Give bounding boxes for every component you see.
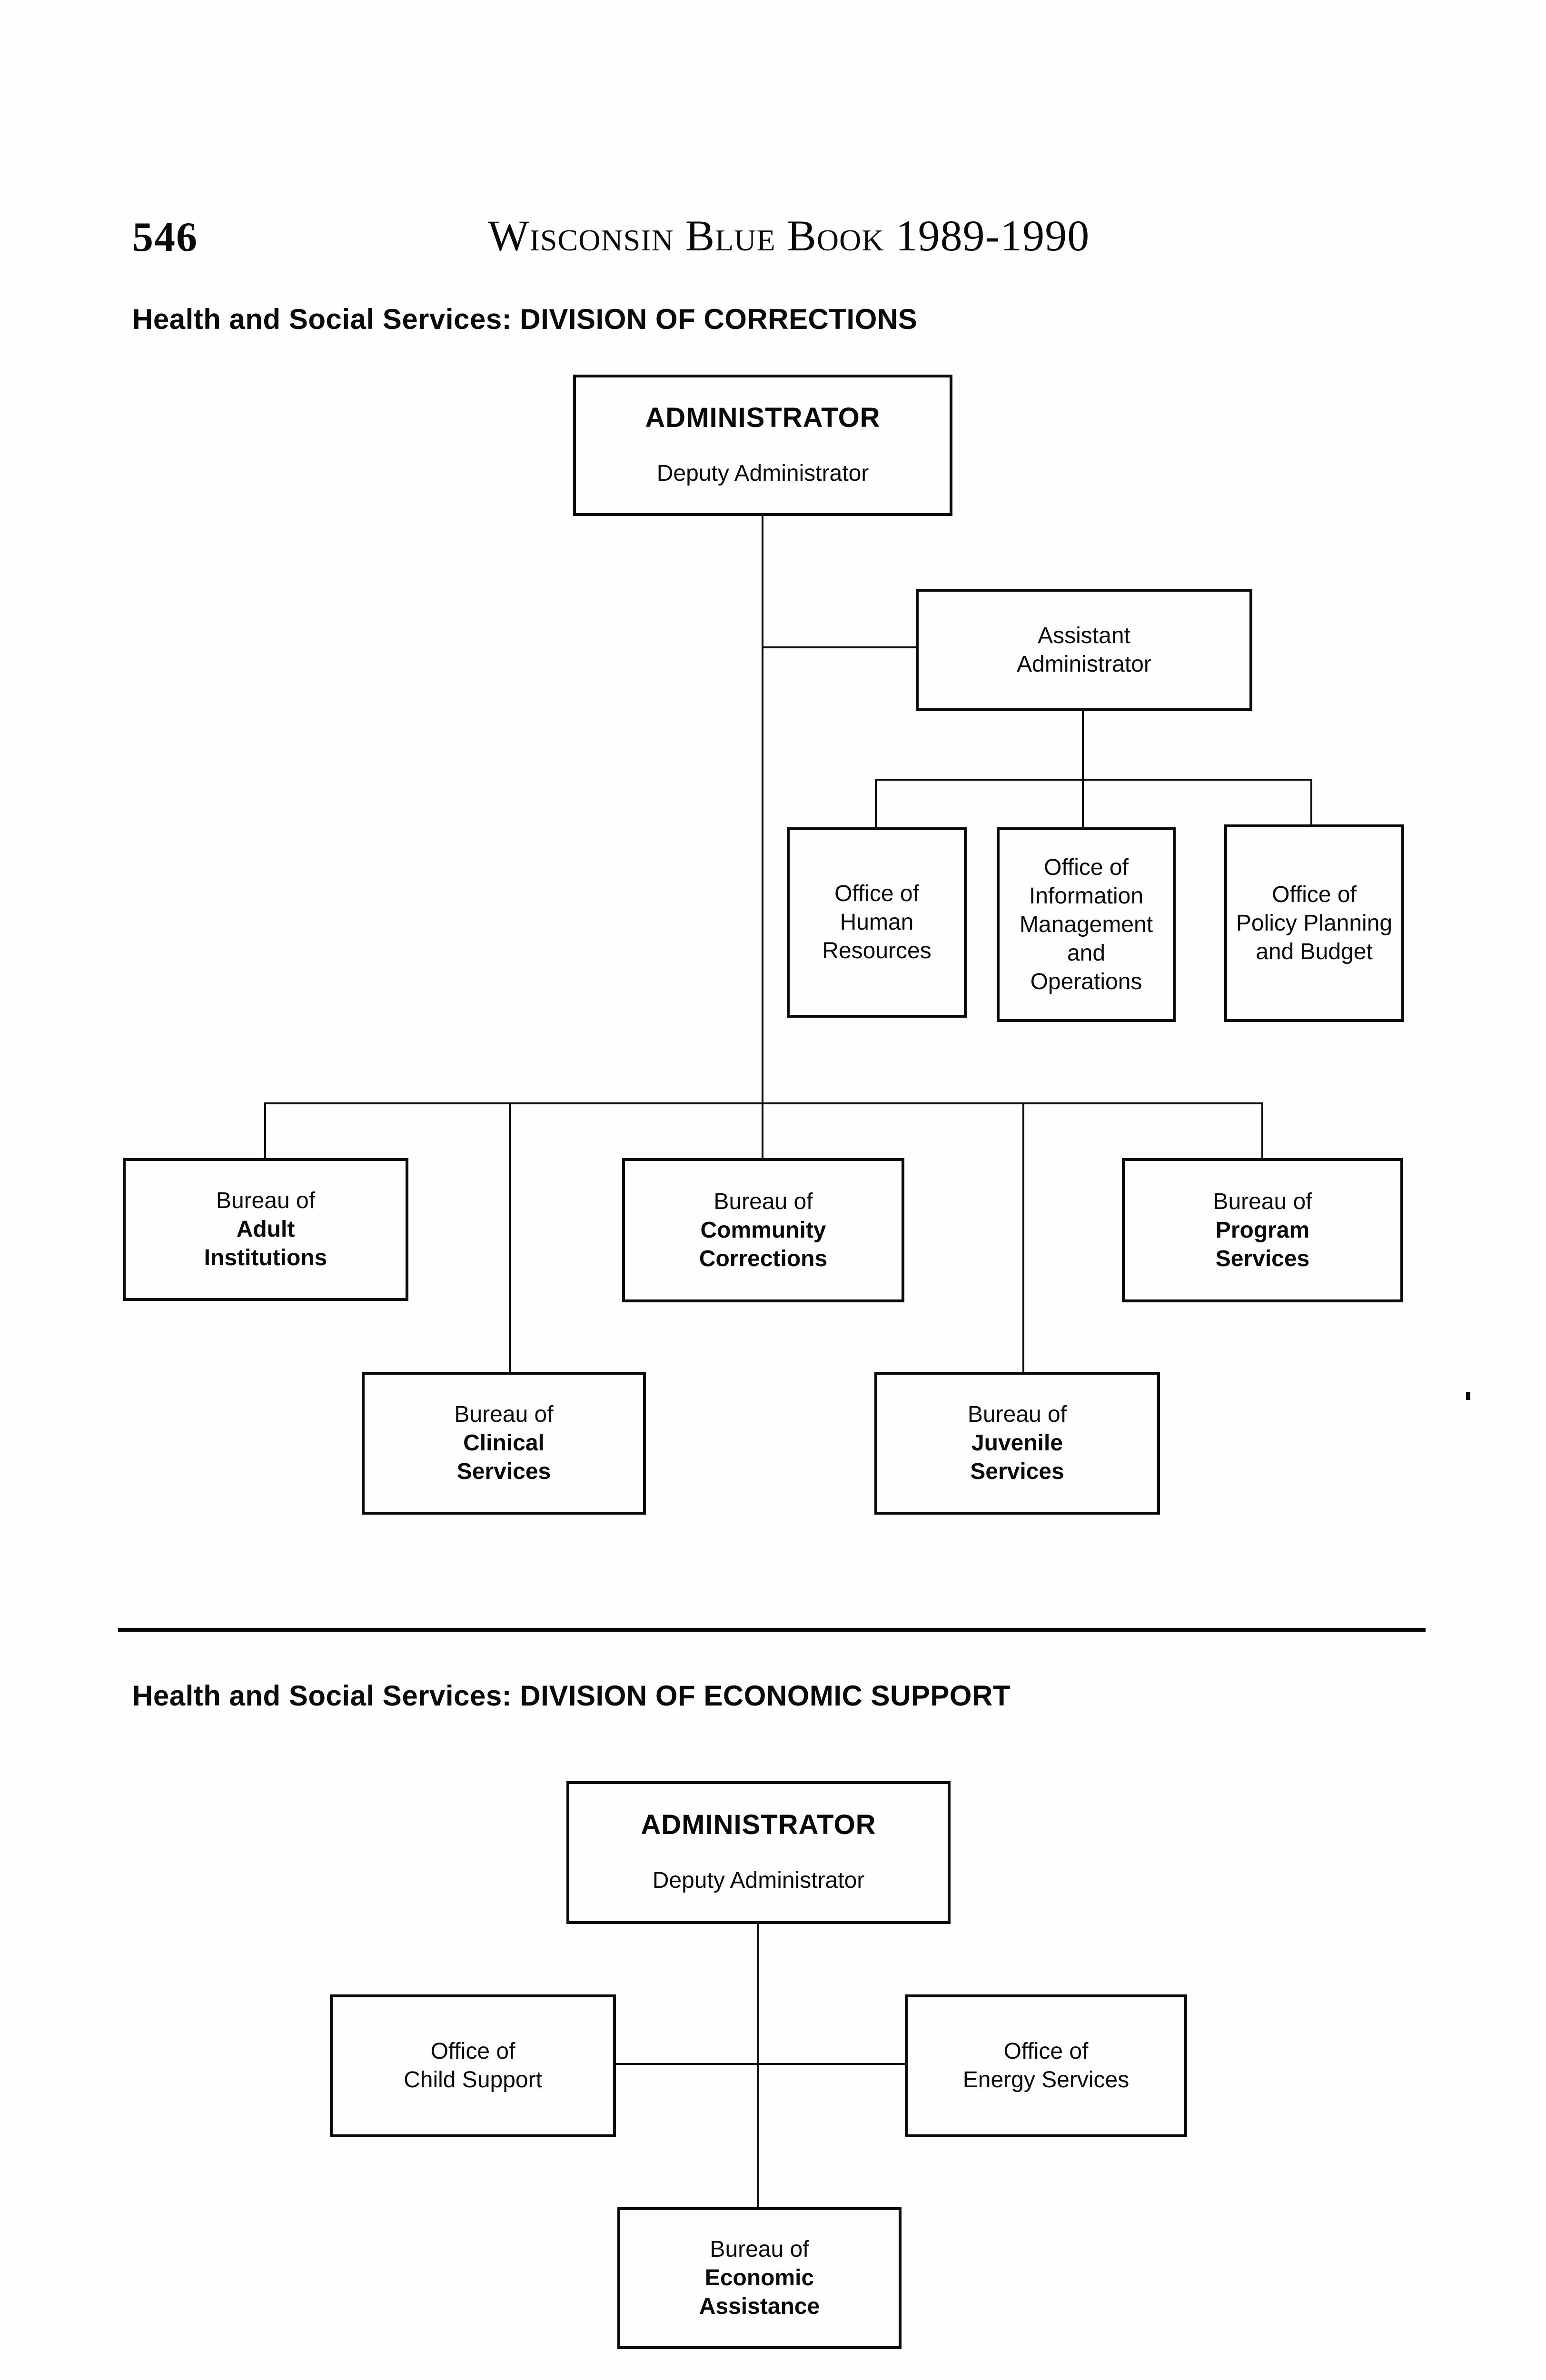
office-line: Energy Services	[962, 2067, 1130, 2092]
connector-administrator-trunk-2	[757, 1924, 759, 2207]
assistant-administrator-line: Administrator	[1017, 651, 1151, 677]
bureau-name: Services	[1215, 1246, 1310, 1271]
bureau-name: Institutions	[204, 1245, 327, 1270]
office-line: Office of	[1003, 2039, 1089, 2064]
connector-bureau-adult-stub	[264, 1102, 266, 1158]
assistant-administrator-line: Assistant	[1038, 623, 1130, 648]
office-line: Management	[1019, 912, 1153, 937]
office-line: and	[1067, 940, 1106, 966]
section-divider-rule	[118, 1628, 1426, 1632]
box-administrator-corrections: ADMINISTRATOR Deputy Administrator	[573, 375, 952, 516]
deputy-administrator-label: Deputy Administrator	[656, 460, 869, 486]
bureau-prefix: Bureau of	[216, 1188, 316, 1213]
bureau-name: Assistance	[699, 2294, 820, 2319]
bureau-name: Corrections	[699, 1246, 828, 1271]
box-bureau-economic-assistance: Bureau of Economic Assistance	[617, 2207, 902, 2349]
connector-bureau-row	[264, 1102, 1263, 1104]
office-line: Office of	[834, 881, 919, 906]
box-bureau-community-corrections: Bureau of Community Corrections	[622, 1158, 904, 1302]
connector-assistant-drop	[1082, 711, 1084, 827]
connector-bureau-community-stub	[762, 1102, 763, 1158]
connector-offices-crossbar	[616, 2063, 905, 2065]
office-line: Office of	[1044, 854, 1129, 880]
deputy-administrator-label: Deputy Administrator	[652, 1868, 865, 1893]
bureau-name: Community	[700, 1217, 826, 1243]
office-line: Resources	[822, 938, 932, 963]
book-title-header: Wisconsin Blue Book 1989-1990	[487, 211, 1090, 260]
connector-office-human-resources-stub	[875, 779, 877, 827]
bureau-name: Adult	[236, 1217, 295, 1242]
connector-administrator-trunk	[762, 516, 763, 1103]
bureau-prefix: Bureau of	[714, 1189, 813, 1214]
office-line: Office of	[1272, 882, 1357, 907]
bureau-name: Services	[456, 1459, 551, 1484]
connector-assistant-branch	[762, 646, 916, 648]
bureau-name: Clinical	[463, 1430, 545, 1456]
bureau-prefix: Bureau of	[967, 1402, 1067, 1427]
bureau-prefix: Bureau of	[710, 2237, 809, 2262]
box-bureau-juvenile-services: Bureau of Juvenile Services	[874, 1372, 1160, 1515]
office-line: Operations	[1030, 969, 1142, 994]
box-bureau-program-services: Bureau of Program Services	[1122, 1158, 1403, 1302]
box-assistant-administrator: Assistant Administrator	[916, 589, 1252, 711]
scan-artifact	[1466, 1392, 1470, 1400]
connector-bureau-program-stub	[1261, 1102, 1263, 1158]
office-line: Policy Planning	[1236, 910, 1393, 936]
bureau-prefix: Bureau of	[1213, 1189, 1312, 1214]
box-bureau-adult-institutions: Bureau of Adult Institutions	[123, 1158, 408, 1301]
box-bureau-clinical-services: Bureau of Clinical Services	[362, 1372, 646, 1515]
connector-bureau-juvenile-drop	[1022, 1102, 1024, 1372]
connector-office-policy-stub	[1310, 779, 1312, 824]
box-office-energy-services: Office of Energy Services	[905, 1994, 1187, 2137]
chart-title-corrections: Health and Social Services: DIVISION OF …	[132, 303, 918, 335]
office-line: Child Support	[404, 2067, 542, 2092]
office-line: Human	[840, 910, 914, 935]
office-line: Information	[1029, 883, 1144, 909]
bureau-name: Juvenile	[971, 1430, 1063, 1456]
bureau-name: Services	[970, 1459, 1064, 1484]
box-office-human-resources: Office of Human Resources	[787, 827, 967, 1018]
administrator-label: ADMINISTRATOR	[641, 1809, 876, 1840]
office-line: and Budget	[1256, 939, 1373, 964]
box-office-child-support: Office of Child Support	[330, 1994, 616, 2137]
chart-title-economic-support: Health and Social Services: DIVISION OF …	[132, 1680, 1011, 1712]
bureau-prefix: Bureau of	[454, 1402, 554, 1427]
page-number: 546	[132, 214, 198, 260]
administrator-label: ADMINISTRATOR	[645, 402, 881, 433]
box-administrator-economic: ADMINISTRATOR Deputy Administrator	[566, 1781, 951, 1924]
bureau-name: Program	[1215, 1217, 1310, 1243]
office-line: Office of	[430, 2039, 515, 2064]
connector-bureau-clinical-drop	[509, 1102, 511, 1372]
connector-office-row	[875, 779, 1312, 781]
box-office-policy-planning: Office of Policy Planning and Budget	[1224, 824, 1404, 1022]
box-office-information-management: Office of Information Management and Ope…	[997, 827, 1176, 1022]
bureau-name: Economic	[704, 2265, 814, 2291]
